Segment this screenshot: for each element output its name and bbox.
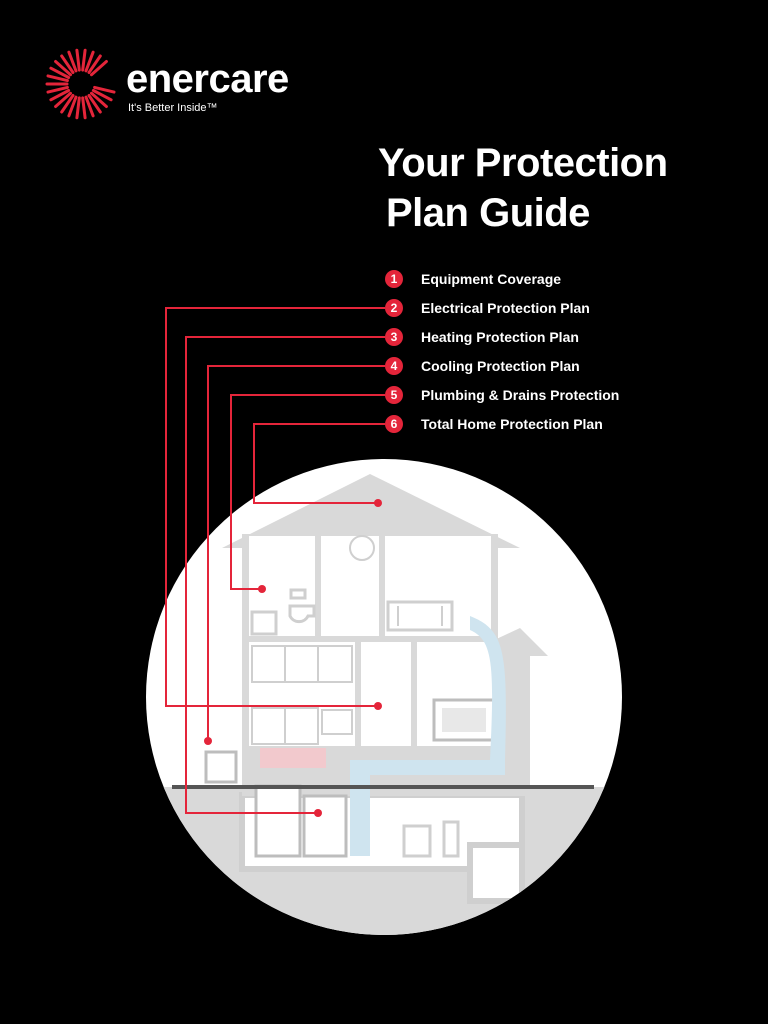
brand-name: enercare (126, 57, 289, 101)
brand-mark-ray (67, 50, 78, 73)
brand-mark-ray (67, 95, 78, 118)
title-line-2: Plan Guide (386, 191, 590, 235)
brand-mark-ray (93, 85, 116, 94)
brand-mark-icon (45, 48, 116, 120)
plan-number-badge: 4 (385, 357, 403, 375)
brand-tagline: It's Better Inside™ (128, 102, 218, 114)
plan-number-badge: 1 (385, 270, 403, 288)
brand-trademark: ™ (276, 69, 284, 78)
brand-mark-ray (81, 48, 87, 72)
brand-mark-ray (60, 54, 75, 74)
brand-mark-ray (90, 60, 108, 77)
plan-label: Plumbing & Drains Protection (421, 387, 620, 403)
plan-number-badge: 3 (385, 328, 403, 346)
brand-mark-ray (75, 96, 81, 120)
brand-mark-ray (87, 54, 102, 74)
plan-number-badge: 5 (385, 386, 403, 404)
plan-label: Electrical Protection Plan (421, 300, 590, 316)
brand-mark-ray (90, 91, 108, 108)
brand-mark-ray (46, 74, 69, 83)
callout-lines (165, 307, 385, 814)
brand-mark-ray (49, 89, 71, 102)
brand-mark-ray (54, 91, 72, 108)
brand-mark-ray (46, 85, 69, 94)
brand-mark-ray (81, 96, 87, 120)
brand-mark-ray (54, 60, 72, 77)
brand-mark-ray (49, 66, 71, 79)
plan-label: Heating Protection Plan (421, 329, 579, 345)
callout-dots (204, 499, 382, 817)
brand-mark-ray (84, 50, 95, 73)
plan-number-badge: 6 (385, 415, 403, 433)
plan-label: Cooling Protection Plan (421, 358, 580, 374)
brand-mark-ray (75, 48, 81, 72)
title-line-1: Your Protection (378, 141, 668, 185)
brand-mark-ray (60, 94, 75, 114)
enercare-logo: enercare ™ It's Better Inside™ (44, 47, 294, 127)
house-illustration (146, 474, 622, 935)
brand-mark-ray (87, 94, 102, 114)
plan-number-badge: 2 (385, 299, 403, 317)
brand-mark-ray (84, 95, 95, 118)
plan-label: Equipment Coverage (421, 271, 562, 287)
brand-mark-ray (91, 89, 113, 102)
page-title: Your Protection Plan Guide (378, 138, 668, 238)
plan-label: Total Home Protection Plan (421, 416, 603, 432)
